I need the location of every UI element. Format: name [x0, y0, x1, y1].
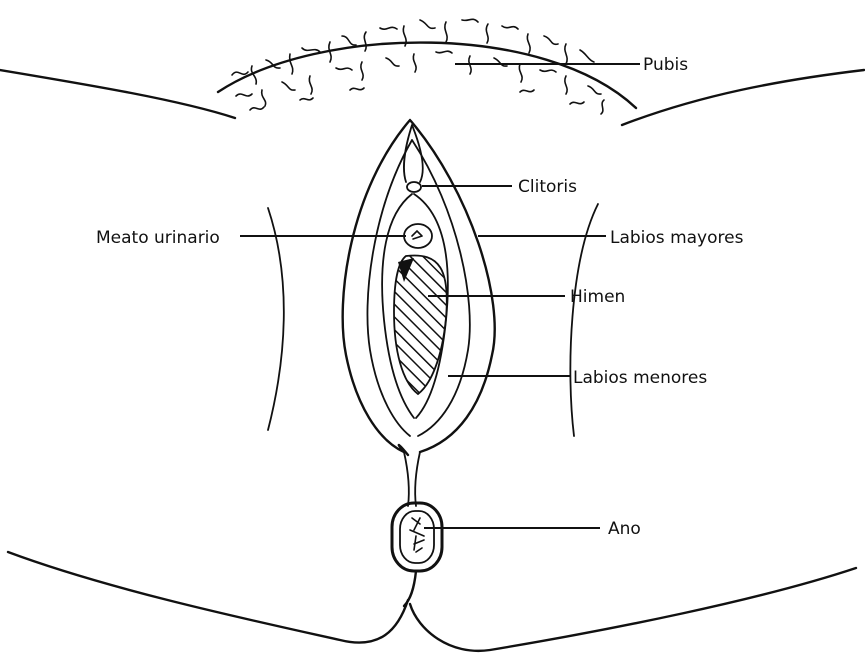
label-labios-menores: Labios menores: [573, 368, 707, 388]
label-labios-mayores: Labios mayores: [610, 228, 744, 248]
left-thigh-upper-outline: [0, 70, 235, 118]
pubic-mound-outline: [218, 43, 636, 108]
hymen: [394, 255, 447, 394]
left-inner-thigh-curve: [268, 208, 284, 430]
pubic-hair: [232, 19, 604, 114]
urethral-meatus-mark: [412, 231, 422, 239]
right-inner-thigh-curve: [570, 204, 598, 436]
label-himen: Himen: [570, 287, 625, 307]
label-ano: Ano: [608, 519, 641, 539]
perineum: [404, 452, 420, 506]
label-meato-urinario: Meato urinario: [96, 228, 220, 248]
anus-folds: [410, 518, 424, 552]
right-thigh-upper-outline: [622, 70, 864, 125]
right-buttock-outline: [410, 568, 856, 651]
label-clitoris: Clitoris: [518, 177, 577, 197]
gluteal-cleft: [404, 571, 416, 606]
urethral-meatus: [404, 224, 432, 248]
left-buttock-outline: [8, 552, 408, 643]
label-pubis: Pubis: [643, 55, 688, 75]
anus-inner: [400, 511, 434, 563]
clitoris-glans: [407, 182, 421, 192]
